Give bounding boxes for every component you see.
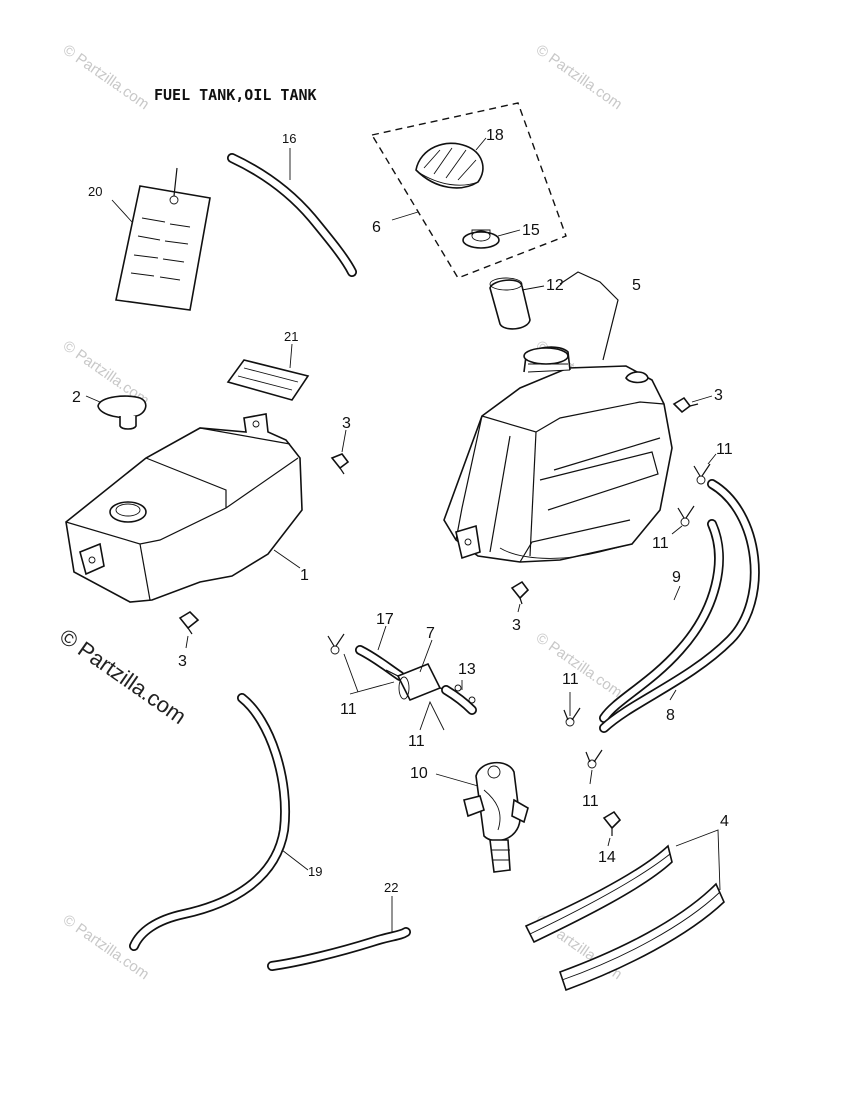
part-4-rubber-pad[interactable]	[558, 882, 725, 992]
callout-15: 15	[522, 222, 540, 239]
callout-3-left: 3	[178, 653, 187, 670]
callout-11-a: 11	[716, 441, 733, 458]
callout-5: 5	[632, 277, 641, 294]
watermark-text: © Partzilla.com	[533, 629, 626, 701]
callout-19: 19	[308, 864, 322, 879]
part-3-bolt[interactable]	[510, 580, 530, 605]
watermark-text: © Partzilla.com	[533, 41, 626, 113]
callout-21: 21	[284, 329, 298, 344]
callout-11-f: 11	[408, 733, 425, 750]
callout-3-right: 3	[714, 387, 723, 404]
part-15-cap-gasket[interactable]	[462, 229, 500, 249]
diagram-title: FUEL TANK,OIL TANK	[154, 86, 317, 104]
callout-3-bottom: 3	[512, 617, 521, 634]
part-3-bolt[interactable]	[330, 453, 350, 475]
callout-9: 9	[672, 569, 681, 586]
callout-13: 13	[458, 661, 476, 678]
part-3-bolt[interactable]	[178, 610, 200, 635]
part-19-long-hose[interactable]	[129, 693, 290, 951]
part-9-fuel-hose[interactable]	[599, 519, 724, 723]
callout-16: 16	[282, 131, 296, 146]
callout-17: 17	[376, 611, 394, 628]
part-10-fuel-valve[interactable]	[463, 761, 529, 873]
part-2-oil-cap[interactable]	[97, 395, 147, 430]
callout-11-e: 11	[340, 701, 357, 718]
part-16-breather-hose[interactable]	[227, 153, 357, 277]
part-11-hose-clip[interactable]	[563, 707, 581, 727]
callout-20: 20	[88, 184, 102, 199]
part-1-oil-tank[interactable]	[65, 413, 303, 603]
callout-18: 18	[486, 127, 504, 144]
part-18-fuel-cap[interactable]	[415, 142, 484, 189]
part-14-screw[interactable]	[602, 810, 622, 836]
callout-8: 8	[666, 707, 675, 724]
part-6-cap-kit-outline	[370, 102, 567, 279]
callout-11-c: 11	[562, 671, 579, 688]
callout-11-b: 11	[652, 535, 669, 552]
part-17-fuel-hose-short[interactable]	[355, 645, 405, 681]
part-11-hose-clip[interactable]	[693, 463, 711, 485]
part-11-hose-clip[interactable]	[585, 749, 603, 769]
callout-14: 14	[598, 849, 616, 866]
part-11-hose-clip[interactable]	[677, 505, 695, 527]
watermark-main: © Partzilla.com	[55, 624, 191, 730]
callout-1: 1	[300, 567, 309, 584]
part-11-hose-clip[interactable]	[327, 633, 345, 655]
part-8-fuel-hose[interactable]	[599, 479, 760, 733]
part-5-fuel-tank[interactable]	[443, 346, 673, 563]
callout-22: 22	[384, 880, 398, 895]
callout-4: 4	[720, 813, 729, 830]
part-22-short-hose[interactable]	[267, 927, 411, 971]
part-20-label-tag[interactable]	[115, 167, 211, 311]
callout-10: 10	[410, 765, 428, 782]
callout-2: 2	[72, 389, 81, 406]
part-4-rubber-pad[interactable]	[524, 844, 673, 944]
callout-12: 12	[546, 277, 564, 294]
callout-3-upper: 3	[342, 415, 351, 432]
callout-11-d: 11	[582, 793, 599, 810]
part-3-bolt[interactable]	[672, 396, 699, 414]
part-21-warning-label[interactable]	[226, 359, 310, 401]
callout-7: 7	[426, 625, 435, 642]
part-13-fuel-hose-outlet[interactable]	[441, 684, 477, 715]
watermark-text: © Partzilla.com	[60, 41, 153, 113]
callout-6: 6	[372, 219, 381, 236]
part-12-filler-neck[interactable]	[489, 277, 531, 330]
